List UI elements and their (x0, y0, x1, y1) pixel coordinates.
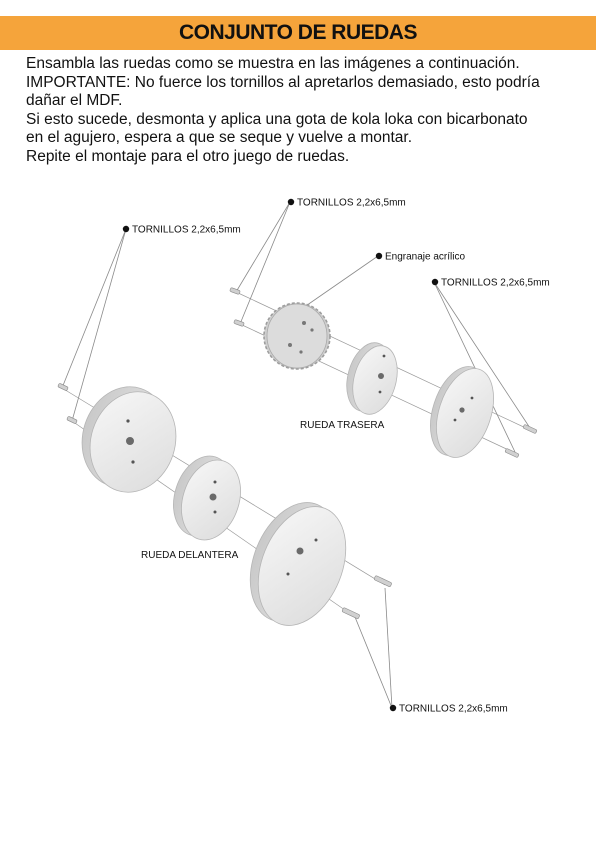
leader-lines (61, 201, 531, 709)
rear-wheel-hub-disc (346, 342, 398, 415)
label-bullets (122, 198, 439, 712)
instruction-line: dañar el MDF. (26, 92, 123, 109)
rear-wheel-outer-disc (430, 366, 494, 458)
front-wheel-inner-disc (249, 502, 347, 626)
label-screws-right: TORNILLOS 2,2x6,5mm (441, 278, 550, 289)
instruction-line: Si esto sucede, desmonta y aplica una go… (26, 110, 528, 128)
instruction-line: Repite el montaje para el otro juego de … (26, 147, 350, 165)
front-wheel-outer-disc (81, 386, 177, 493)
label-screws-left: TORNILLOS 2,2x6,5mm (132, 225, 241, 236)
label-screws-bottom: TORNILLOS 2,2x6,5mm (399, 704, 508, 715)
label-front-wheel: RUEDA DELANTERA (141, 550, 239, 561)
instruction-line: Ensambla las ruedas como se muestra en l… (26, 55, 520, 72)
instruction-line: en el agujero, espera a que se seque y v… (26, 129, 413, 146)
acrylic-gear (263, 302, 331, 370)
label-screws-top: TORNILLOS 2,2x6,5mm (297, 198, 406, 209)
instruction-line: IMPORTANTE: No fuerce los tornillos al a… (26, 73, 540, 91)
label-gear: Engranaje acrílico (385, 252, 465, 263)
page-title: CONJUNTO DE RUEDAS (179, 21, 417, 44)
instructions: Ensambla las ruedas como se muestra en l… (26, 55, 586, 166)
front-wheel-hub-disc (173, 455, 241, 541)
title-bar: CONJUNTO DE RUEDAS (0, 16, 596, 50)
screws (57, 287, 537, 619)
label-rear-wheel: RUEDA TRASERA (300, 420, 385, 431)
